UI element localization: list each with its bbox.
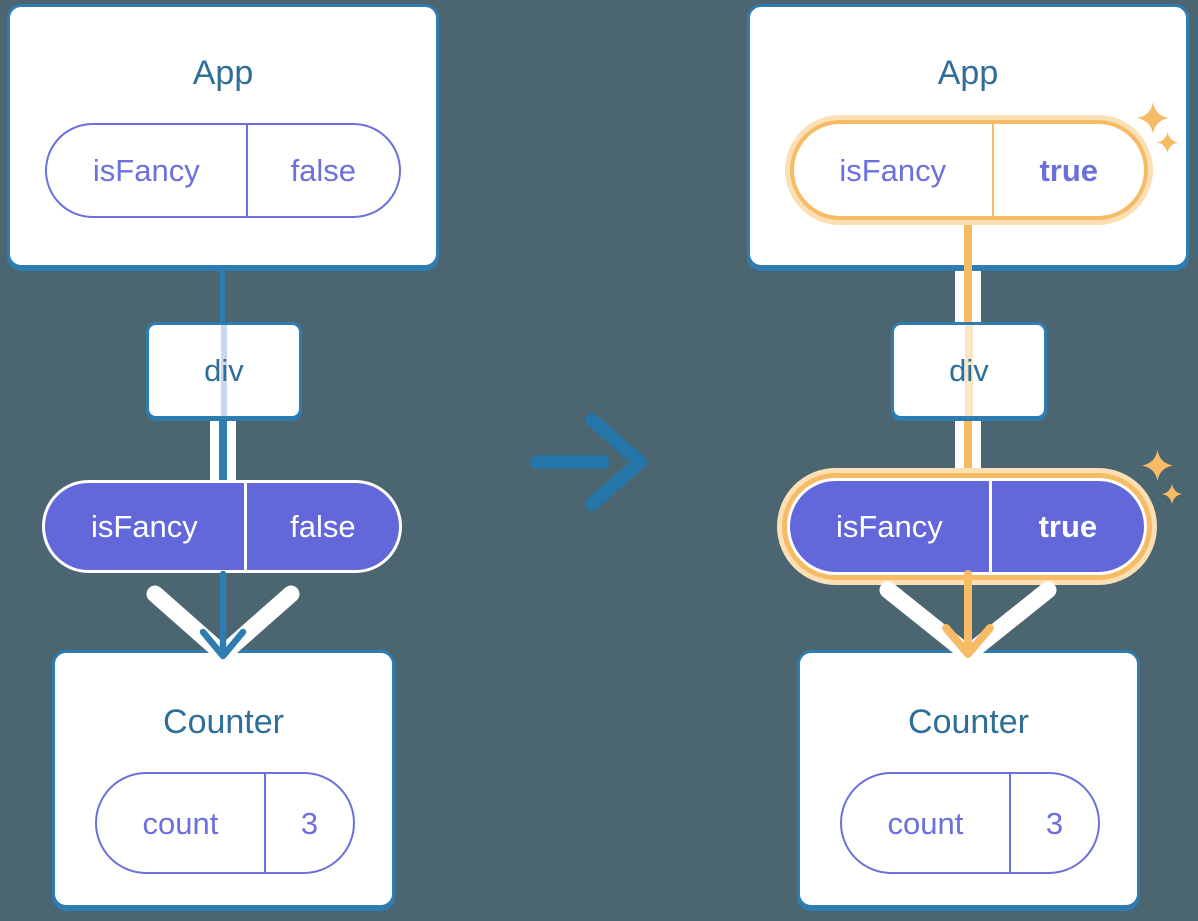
left-app-state-pill: isFancy false (45, 123, 401, 218)
right-div-box: div (891, 322, 1047, 419)
left-div-box: div (146, 322, 302, 419)
state-value: 3 (1045, 805, 1064, 841)
state-value: false (290, 153, 357, 188)
sparkle-icon (1142, 450, 1173, 481)
left-app-to-div-line (220, 264, 225, 324)
pipe-prop-line (964, 417, 972, 483)
left-counter-state-pill: count 3 (95, 772, 355, 874)
left-div-to-prop-pipe (210, 417, 236, 483)
prop-name: isFancy (790, 481, 992, 572)
prop-thru-line (221, 325, 227, 416)
state-value: 3 (300, 805, 319, 841)
pipe-white-edge (955, 264, 964, 324)
pipe-white-edge (955, 417, 964, 483)
pipe-prop-line (219, 417, 227, 483)
prop-value: false (290, 509, 356, 544)
arrow-down-icon (146, 570, 300, 663)
arrow-down-icon (879, 570, 1057, 663)
state-name: isFancy (47, 125, 248, 216)
right-app-card: App isFancy true (747, 4, 1189, 271)
left-app-card: App isFancy false (7, 4, 439, 268)
prop-thru-line (965, 325, 973, 416)
component-title: App (937, 54, 999, 92)
pipe-prop-line (964, 264, 972, 324)
state-name: count (842, 774, 1011, 872)
right-div-to-prop-pipe (955, 417, 981, 483)
element-label: div (949, 352, 989, 388)
component-title: App (192, 54, 254, 92)
component-title: Counter (163, 703, 284, 741)
right-counter-state-pill: count 3 (840, 772, 1100, 874)
sparkle-icon (1156, 131, 1179, 154)
right-app-to-div-pipe (955, 264, 981, 324)
prop-name: isFancy (45, 483, 247, 570)
state-name: isFancy (794, 124, 994, 216)
state-value: true (1039, 152, 1099, 188)
pipe-white-edge (972, 264, 981, 324)
pipe-white-edge (972, 417, 981, 483)
sparkle-icon (1137, 102, 1169, 134)
right-counter-card: Counter count 3 (797, 650, 1140, 908)
left-counter-card: Counter count 3 (52, 650, 395, 908)
pipe-white-edge (227, 417, 236, 483)
prop-line (964, 221, 972, 271)
prop-value: true (1038, 509, 1098, 544)
left-passed-prop-pill: isFancy false (42, 480, 402, 573)
right-passed-prop-pill-highlighted: isFancy true (787, 478, 1147, 575)
right-app-state-pill-highlighted: isFancy true (790, 120, 1148, 220)
sparkle-icon (1161, 483, 1183, 505)
state-name: count (97, 774, 266, 872)
pipe-white-edge (210, 417, 219, 483)
arrow-right-icon (530, 413, 647, 511)
component-title: Counter (908, 703, 1029, 741)
element-label: div (204, 352, 244, 388)
